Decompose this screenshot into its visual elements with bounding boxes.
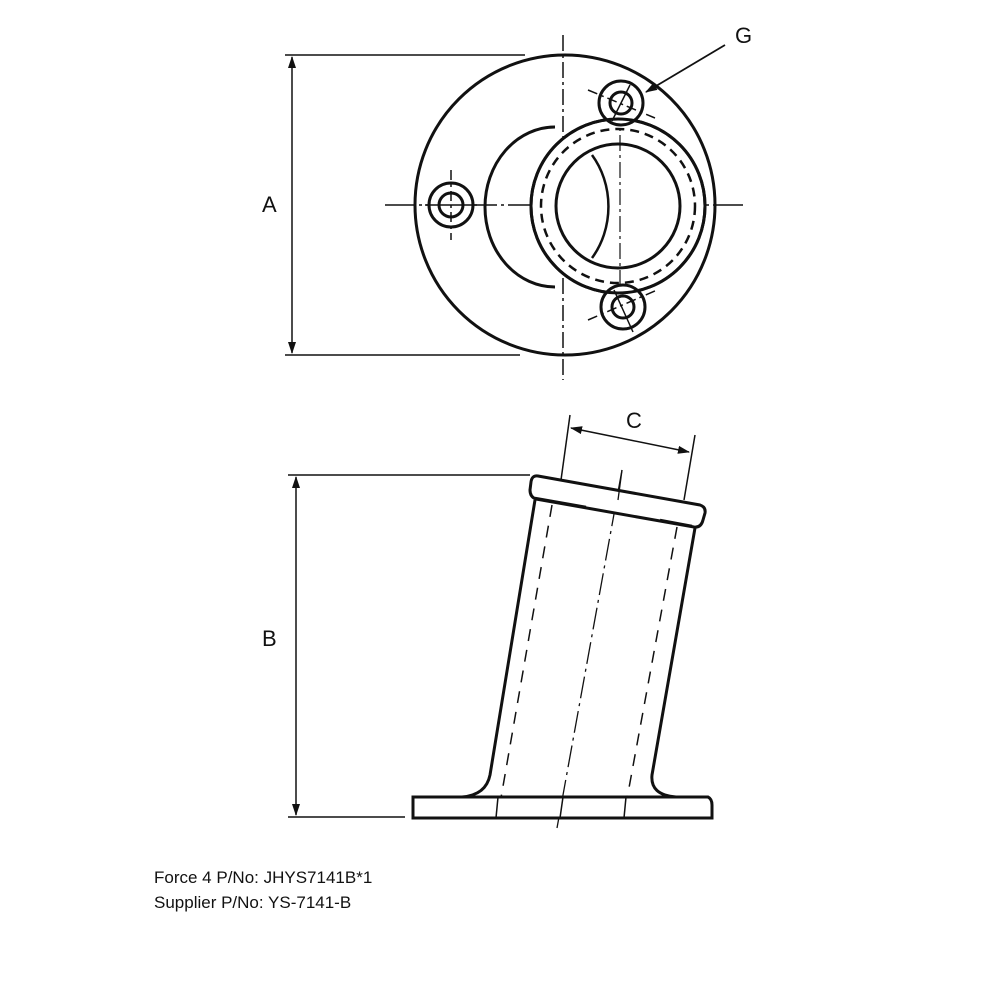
lens-arc	[590, 154, 610, 259]
side-view	[411, 469, 714, 829]
label-g: G	[735, 23, 752, 48]
tube-lip-outer-front	[529, 117, 707, 295]
dimension-a	[285, 54, 525, 356]
force4-part-number: Force 4 P/No: JHYS7141B*1	[154, 868, 373, 887]
top-view	[385, 35, 745, 380]
leader-g	[645, 44, 726, 93]
tube-left-wall	[461, 499, 537, 799]
hidden-bore-right	[623, 526, 678, 816]
supplier-part-number: Supplier P/No: YS-7141-B	[154, 893, 352, 912]
mounting-hole-bottom	[587, 283, 658, 333]
base-ellipse-back	[483, 125, 556, 289]
mounting-hole-top	[587, 79, 656, 127]
base-plate	[411, 795, 714, 820]
tube-right-wall	[650, 527, 697, 799]
label-b: B	[262, 626, 277, 651]
mounting-hole-left	[425, 170, 477, 240]
hidden-bore-left	[497, 504, 553, 816]
tube-lip	[528, 474, 707, 529]
label-a: A	[262, 192, 277, 217]
tube-bore	[554, 142, 682, 270]
tube-axis	[556, 469, 623, 829]
dimension-c	[560, 414, 696, 501]
flange-outer-circle	[413, 53, 717, 357]
dimension-b	[288, 474, 530, 818]
tube-hidden-circle	[539, 127, 697, 285]
label-c: C	[626, 408, 642, 433]
